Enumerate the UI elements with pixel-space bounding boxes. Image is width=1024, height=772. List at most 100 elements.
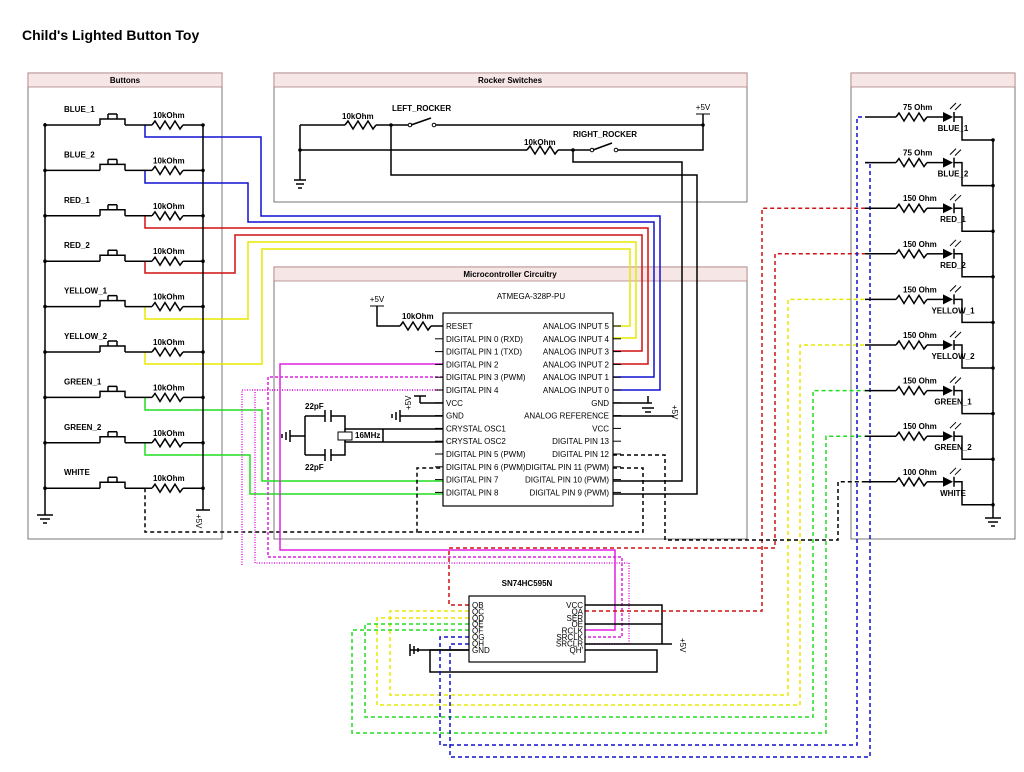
button-label: RED_1 [64,196,90,205]
button-resistor [151,210,184,222]
pushbutton-icon[interactable] [99,385,126,398]
crystal-label: 16MHz [355,431,380,440]
mcu-panel-title: Microcontroller Circuitry [463,270,557,279]
led-label: GREEN_1 [934,398,972,407]
button-resistor-label: 10kOhm [153,111,185,120]
mcu-vcc-label: +5V [404,395,413,410]
crystal-circuit: +5V 22pF 22pF 16MHz [281,395,443,472]
led-label: RED_1 [940,215,966,224]
button-vcc-rail [196,125,210,511]
cap1-label: 22pF [305,402,324,411]
mcu-panel: Microcontroller Circuitry [273,266,748,540]
led-resistor-label: 75 Ohm [903,103,932,112]
wire-magenta-dashed [267,376,623,638]
mcu-pin-label: DIGITAL PIN 1 (TXD) [446,348,522,357]
button-resistor [151,437,184,449]
pushbutton-icon[interactable] [99,340,126,352]
left-rocker-switch [410,117,432,126]
wire-led-green-2 [351,435,865,734]
mcu-pin-label: VCC [446,399,463,408]
wire-led-white [613,454,865,541]
mcu-pin-label: DIGITAL PIN 5 (PWM) [446,450,526,459]
rocker-ground-icon [294,179,306,189]
mcu-pin-label: DIGITAL PIN 9 (PWM) [529,488,609,497]
left-rocker-label: LEFT_ROCKER [392,104,451,113]
mcu-pin-label: DIGITAL PIN 7 [446,476,499,485]
wire-right-rocker [572,150,683,482]
led-label: BLUE_2 [938,170,969,179]
sr-pin-label: QC [472,607,484,616]
mcu-pin-label: GND [591,399,609,408]
sr-pin-label: QE [472,620,484,629]
sr-pin-label: QA [571,607,583,616]
mcu-pin-label: GND [446,412,464,421]
wire-pin11 [417,467,644,533]
led-label: GREEN_2 [934,443,972,452]
sr-pin-label: QG [472,633,484,642]
rocker-vcc-label: +5V [696,103,711,112]
sr-pin-label: OE [571,620,583,629]
sr-pin-label: VCC [566,601,583,610]
button-resistor [151,255,184,267]
wire-led-blue-2 [449,161,871,758]
led-resistor [895,293,928,305]
mcu-pin-label: CRYSTAL OSC2 [446,437,506,446]
pushbutton-icon[interactable] [99,158,126,171]
mcu-pin-label: ANALOG INPUT 1 [543,373,610,382]
pushbutton-icon[interactable] [99,113,126,125]
pushbutton-icon[interactable] [99,204,126,216]
pushbutton-icon[interactable] [99,476,126,489]
led-resistor [895,476,928,488]
led-resistor [895,248,928,260]
button-resistor-label: 10kOhm [153,247,185,256]
button-resistor [151,391,184,403]
crystal-16mhz [337,431,353,441]
led-diode-icon [943,112,953,122]
mcu-pin-label: ANALOG INPUT 0 [543,386,610,395]
led-resistor-label: 150 Ohm [903,194,937,203]
wire-blue-2 [144,170,655,378]
led-resistor [895,385,928,397]
right-rocker-label: RIGHT_ROCKER [573,130,637,139]
led-resistor [895,430,928,442]
led-resistor-label: 150 Ohm [903,240,937,249]
led-label: WHITE [940,489,966,498]
pushbutton-icon[interactable] [99,249,126,262]
sr-pin-label: SER [567,614,584,623]
mcu-pin-label: DIGITAL PIN 4 [446,386,499,395]
sr-pin-label: QB [472,601,484,610]
wire-yellow-1 [144,241,637,339]
sr-pin-label: QH [472,639,484,648]
button-resistor [151,164,184,176]
button-resistor [151,119,184,131]
wire-left-rocker [390,125,698,495]
sr-pin-label: GND [472,646,490,655]
pushbutton-icon[interactable] [99,294,126,307]
led-resistor-label: 75 Ohm [903,149,932,158]
sr-ground-icon [409,644,469,656]
led-resistor-label: 150 Ohm [903,377,937,386]
led-resistor-label: 150 Ohm [903,331,937,340]
button-resistor [151,482,184,494]
leds-panel [850,72,1016,540]
button-label: YELLOW_2 [64,332,108,341]
led-resistor [895,202,928,214]
pushbutton-icon[interactable] [99,431,126,443]
wire-green-1 [144,397,443,482]
sr-pin-label: QD [472,614,484,623]
right-rocker-resistor [526,144,559,156]
led-label: YELLOW_1 [931,306,975,315]
wire-led-blue-1 [439,116,865,746]
